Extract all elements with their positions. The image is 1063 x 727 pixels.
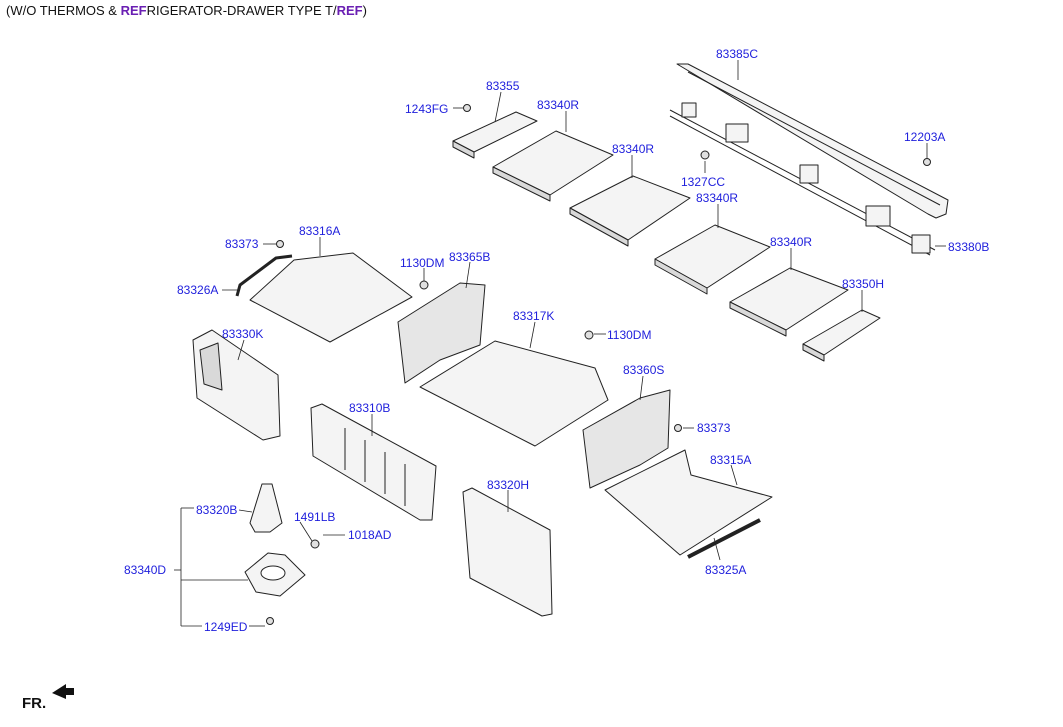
part-label-83340R-4[interactable]: 83340R: [770, 235, 813, 249]
part-label-83317K[interactable]: 83317K: [513, 309, 555, 323]
part-label-83380B[interactable]: 83380B: [948, 240, 990, 254]
ref-link-1[interactable]: REF: [120, 3, 147, 18]
part-83317K: [419, 340, 609, 447]
part-label-83340D[interactable]: 83340D: [124, 563, 167, 577]
part-label-1018AD[interactable]: 1018AD: [348, 528, 392, 542]
part-label-83373-top[interactable]: 83373: [225, 237, 259, 251]
part-83365B: [397, 282, 486, 384]
part-83330K: [192, 329, 281, 441]
title-text-3: ): [362, 3, 367, 18]
part-label-83330K[interactable]: 83330K: [222, 327, 264, 341]
part-83380B: [669, 102, 936, 256]
title-text-1: (W/O THERMOS &: [6, 3, 121, 18]
part-83355: [452, 111, 538, 159]
part-83340R-2: [569, 175, 691, 247]
part-label-83385C[interactable]: 83385C: [716, 47, 759, 61]
part-label-1130DM-1[interactable]: 1130DM: [400, 256, 445, 270]
part-83320H: [462, 487, 553, 617]
part-label-83320H[interactable]: 83320H: [487, 478, 530, 492]
part-83326A: [235, 254, 293, 297]
part-label-1491LB[interactable]: 1491LB: [294, 510, 336, 524]
part-label-1130DM-2[interactable]: 1130DM: [607, 328, 652, 342]
part-label-1243FG[interactable]: 1243FG: [405, 102, 449, 116]
part-83340D: [244, 552, 306, 597]
front-direction-label: FR.: [22, 695, 47, 712]
part-label-83320B[interactable]: 83320B: [196, 503, 238, 517]
part-83340R-3: [654, 224, 771, 295]
leader-lines: [174, 60, 946, 627]
fasteners: [266, 104, 931, 625]
part-label-83350H[interactable]: 83350H: [842, 277, 885, 291]
part-label-12203A[interactable]: 12203A: [904, 130, 946, 144]
front-direction-arrow-icon: [52, 684, 74, 699]
part-label-83340R-3[interactable]: 83340R: [696, 191, 739, 205]
part-label-83360S[interactable]: 83360S: [623, 363, 665, 377]
part-83340R-1: [492, 130, 614, 202]
diagram-title: (W/O THERMOS & REFRIGERATOR-DRAWER TYPE …: [6, 3, 367, 18]
part-label-83316A[interactable]: 83316A: [299, 224, 341, 238]
part-label-83326A[interactable]: 83326A: [177, 283, 219, 297]
part-label-83315A[interactable]: 83315A: [710, 453, 752, 467]
part-83340R-4: [729, 267, 849, 337]
part-label-1249ED[interactable]: 1249ED: [204, 620, 248, 634]
part-83325A: [687, 518, 761, 559]
part-83350H: [802, 309, 881, 362]
part-label-83355[interactable]: 83355: [486, 79, 520, 93]
part-label-1327CC[interactable]: 1327CC: [681, 175, 726, 189]
part-83310B: [310, 403, 437, 521]
part-83315A: [604, 449, 773, 556]
title-text-2: RIGERATOR-DRAWER TYPE T/: [146, 3, 337, 18]
part-label-83365B[interactable]: 83365B: [449, 250, 491, 264]
part-83316A: [249, 252, 413, 343]
part-label-83310B[interactable]: 83310B: [349, 401, 391, 415]
part-83385C: [676, 63, 949, 219]
part-label-83340R-1[interactable]: 83340R: [537, 98, 580, 112]
part-label-83373-right[interactable]: 83373: [697, 421, 731, 435]
part-label-83340R-2[interactable]: 83340R: [612, 142, 655, 156]
part-label-83325A[interactable]: 83325A: [705, 563, 747, 577]
part-83320B: [249, 483, 283, 533]
ref-link-2[interactable]: REF: [336, 3, 363, 18]
